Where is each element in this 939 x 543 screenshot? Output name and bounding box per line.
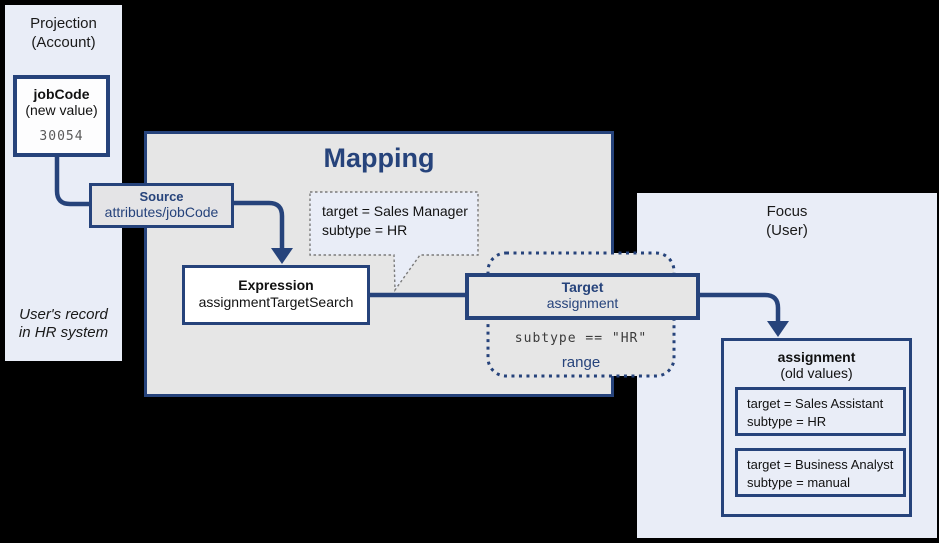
jobcode-subtitle: (new value) xyxy=(25,102,98,118)
bubble-line2: subtype = HR xyxy=(322,222,408,238)
bubble-line1: target = Sales Manager xyxy=(322,203,468,219)
callout-bubble-text: target = Sales Manager subtype = HR xyxy=(322,202,478,240)
old-value-card: target = Business Analyst subtype = manu… xyxy=(735,448,906,497)
jobcode-value: 30054 xyxy=(39,129,84,144)
footnote-line1: User's record xyxy=(19,306,108,323)
target-node-subtitle: assignment xyxy=(546,295,619,311)
projection-title-line1: Projection xyxy=(30,15,97,32)
target-node: Target assignment xyxy=(465,273,700,320)
mapping-title: Mapping xyxy=(323,143,435,173)
assignment-node: assignment (old values) target = Sales A… xyxy=(721,338,912,517)
jobcode-node: jobCode (new value) 30054 xyxy=(13,75,110,157)
projection-title-line2: (Account) xyxy=(31,34,96,51)
assignment-node-title: assignment xyxy=(777,349,856,365)
source-node: Source attributes/jobCode xyxy=(89,183,234,228)
source-node-subtitle: attributes/jobCode xyxy=(104,204,219,220)
expression-node: Expression assignmentTargetSearch xyxy=(182,265,370,325)
projection-panel-title: Projection (Account) xyxy=(5,5,122,52)
footnote-line2: in HR system xyxy=(18,324,109,341)
projection-footnote: User's record in HR system xyxy=(5,306,122,342)
expression-node-title: Expression xyxy=(238,277,314,293)
range-condition-text: subtype == "HR" xyxy=(514,331,648,346)
source-node-title: Source xyxy=(139,189,184,204)
jobcode-name: jobCode xyxy=(33,86,90,102)
old-value-0-line1: target = Sales Assistant xyxy=(747,396,884,411)
assignment-node-subtitle: (old values) xyxy=(780,365,853,381)
focus-title-line1: Focus xyxy=(766,203,808,220)
focus-panel-title: Focus (User) xyxy=(637,193,937,240)
old-value-card: target = Sales Assistant subtype = HR xyxy=(735,387,906,436)
expression-node-subtitle: assignmentTargetSearch xyxy=(198,294,354,310)
target-node-title: Target xyxy=(561,279,604,295)
range-label: range xyxy=(561,354,601,371)
old-value-1-line1: target = Business Analyst xyxy=(747,457,894,472)
focus-title-line2: (User) xyxy=(766,222,808,239)
old-value-0-line2: subtype = HR xyxy=(747,414,827,429)
old-value-1-line2: subtype = manual xyxy=(747,475,850,490)
